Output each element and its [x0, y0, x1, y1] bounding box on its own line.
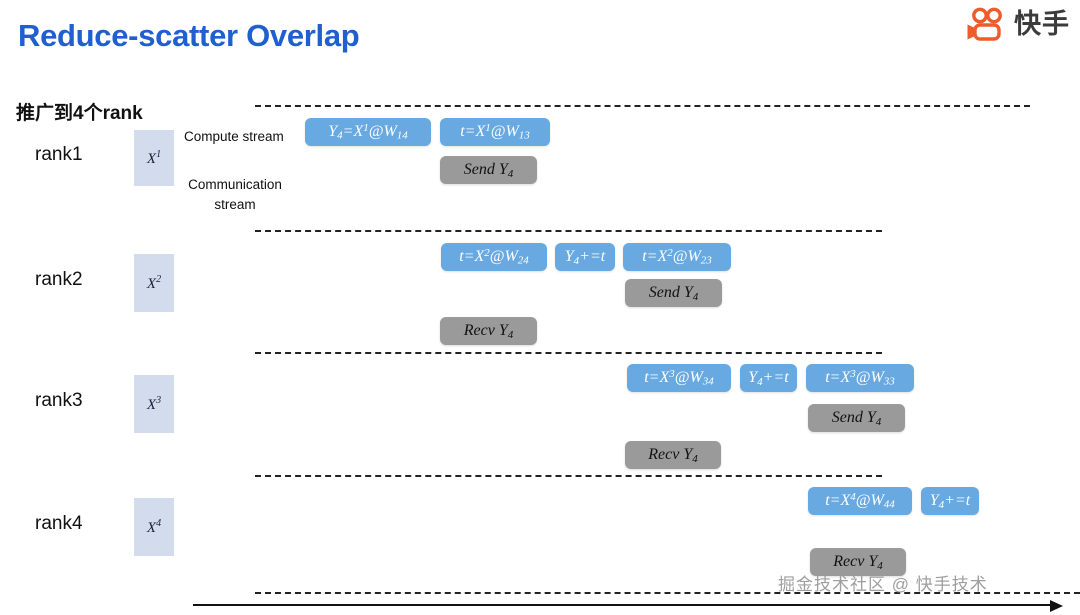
compute-op-box[interactable]: t=X4@W44	[808, 487, 912, 515]
op-label: t=X2@W23	[642, 247, 712, 267]
compute-op-box[interactable]: Y4+=t	[555, 243, 615, 271]
compute-op-box[interactable]: t=X2@W24	[441, 243, 547, 271]
rank-label-rank2: rank2	[35, 269, 83, 290]
op-label: t=X1@W13	[460, 122, 530, 142]
comm-op-box[interactable]: Send Y4	[440, 156, 537, 184]
row-separator-1	[255, 105, 1030, 107]
compute-stream-caption: Compute stream	[184, 129, 284, 144]
brand-logo: 快手	[965, 6, 1070, 42]
row-separator-3	[255, 352, 882, 354]
input-block-sup-rank4: 4	[156, 517, 162, 529]
op-label: t=X2@W24	[459, 247, 529, 267]
input-block-rank1: X1	[134, 130, 174, 186]
row-separator-2	[255, 230, 882, 232]
op-label: Send Y4	[648, 283, 699, 303]
comm-op-box[interactable]: Recv Y4	[810, 548, 906, 576]
op-label: Recv Y4	[833, 552, 883, 572]
op-label: Y4=X1@W14	[328, 122, 408, 142]
input-block-label-rank3: X3	[146, 394, 162, 413]
comm-op-box[interactable]: Recv Y4	[625, 441, 721, 469]
comm-op-box[interactable]: Send Y4	[625, 279, 722, 307]
communication-stream-caption: Communication stream	[188, 177, 282, 212]
kuaishou-camera-icon	[965, 6, 1007, 42]
rank-label-rank4: rank4	[35, 513, 83, 534]
op-label: t=X3@W33	[825, 368, 895, 388]
brand-name: 快手	[1014, 8, 1070, 39]
input-block-label-rank1: X1	[146, 148, 162, 167]
page-subtitle: 推广到4个rank	[16, 103, 143, 124]
compute-op-box[interactable]: t=X2@W23	[623, 243, 731, 271]
compute-op-box[interactable]: Y4+=t	[740, 364, 797, 392]
compute-op-box[interactable]: Y4=X1@W14	[305, 118, 431, 146]
input-block-sup-rank3: 3	[156, 394, 162, 406]
op-label: Send Y4	[463, 160, 514, 180]
op-label: Y4+=t	[564, 247, 606, 267]
compute-op-box[interactable]: t=X1@W13	[440, 118, 550, 146]
op-label: Y4+=t	[748, 368, 789, 388]
op-label: Recv Y4	[648, 445, 698, 465]
rank-label-rank3: rank3	[35, 390, 83, 411]
input-block-sup-rank2: 2	[156, 273, 162, 285]
input-block-rank2: X2	[134, 254, 174, 312]
time-axis-line	[193, 604, 1055, 607]
time-axis-arrow-icon	[1050, 600, 1063, 612]
row-separator-5	[255, 592, 1080, 594]
op-label: Recv Y4	[463, 321, 514, 341]
op-label: t=X3@W34	[644, 368, 714, 388]
op-label: Y4+=t	[929, 491, 971, 511]
compute-op-box[interactable]: t=X3@W33	[806, 364, 914, 392]
time-axis	[193, 600, 1073, 612]
rank-label-rank1: rank1	[35, 144, 83, 165]
page-title: Reduce-scatter Overlap	[18, 18, 360, 53]
input-block-rank3: X3	[134, 375, 174, 433]
input-block-sup-rank1: 1	[156, 148, 162, 160]
input-block-rank4: X4	[134, 498, 174, 556]
row-separator-4	[255, 475, 882, 477]
op-label: Send Y4	[831, 408, 882, 428]
op-label: t=X4@W44	[825, 491, 895, 511]
compute-op-box[interactable]: t=X3@W34	[627, 364, 731, 392]
compute-op-box[interactable]: Y4+=t	[921, 487, 979, 515]
input-block-label-rank4: X4	[146, 517, 162, 536]
comm-op-box[interactable]: Recv Y4	[440, 317, 537, 345]
comm-op-box[interactable]: Send Y4	[808, 404, 905, 432]
input-block-label-rank2: X2	[146, 273, 162, 292]
